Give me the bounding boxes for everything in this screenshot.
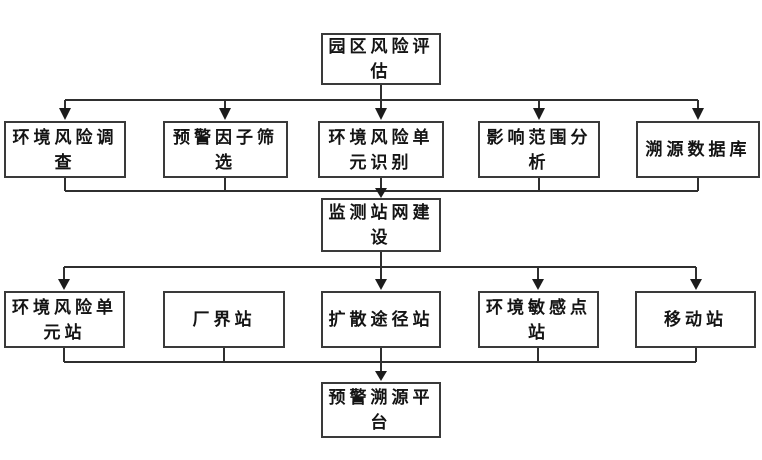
arrowhead xyxy=(375,188,387,198)
node-impact-range-analysis: 影响范围分 析 xyxy=(478,121,600,178)
node-env-sensitive-point-station: 环境敏感点 站 xyxy=(478,291,599,348)
arrowheads xyxy=(58,108,704,381)
connector-row2-to-middle xyxy=(64,178,699,192)
connector-row4-to-bottom xyxy=(63,348,697,372)
arrowhead xyxy=(692,108,704,120)
node-traceability-database: 溯源数据库 xyxy=(636,121,760,178)
arrowhead xyxy=(375,371,387,381)
arrowhead xyxy=(59,108,71,120)
node-park-risk-assessment: 园区风险评 估 xyxy=(321,33,441,85)
node-mobile-station: 移动站 xyxy=(635,291,756,348)
arrowhead xyxy=(58,279,70,290)
arrowhead xyxy=(375,279,387,290)
node-diffusion-path-station: 扩散途径站 xyxy=(321,291,441,348)
node-warning-traceability-platform: 预警溯源平 台 xyxy=(321,382,441,438)
connector-middle-to-bus3 xyxy=(63,252,697,281)
arrowhead xyxy=(375,108,387,120)
node-env-risk-unit-station: 环境风险单 元站 xyxy=(4,291,125,348)
connector-paths xyxy=(63,85,699,372)
connector-top-to-bus1 xyxy=(64,85,699,111)
arrowhead xyxy=(690,279,702,290)
node-factory-boundary-station: 厂界站 xyxy=(163,291,285,348)
node-monitoring-network-construction: 监测站网建 设 xyxy=(321,198,441,252)
node-warning-factor-screening: 预警因子筛 选 xyxy=(163,121,288,178)
arrowhead xyxy=(219,108,231,120)
arrowhead xyxy=(533,108,545,120)
node-env-risk-survey: 环境风险调 查 xyxy=(4,121,126,178)
node-env-risk-unit-identification: 环境风险单 元识别 xyxy=(318,121,444,178)
arrowhead xyxy=(532,279,544,290)
